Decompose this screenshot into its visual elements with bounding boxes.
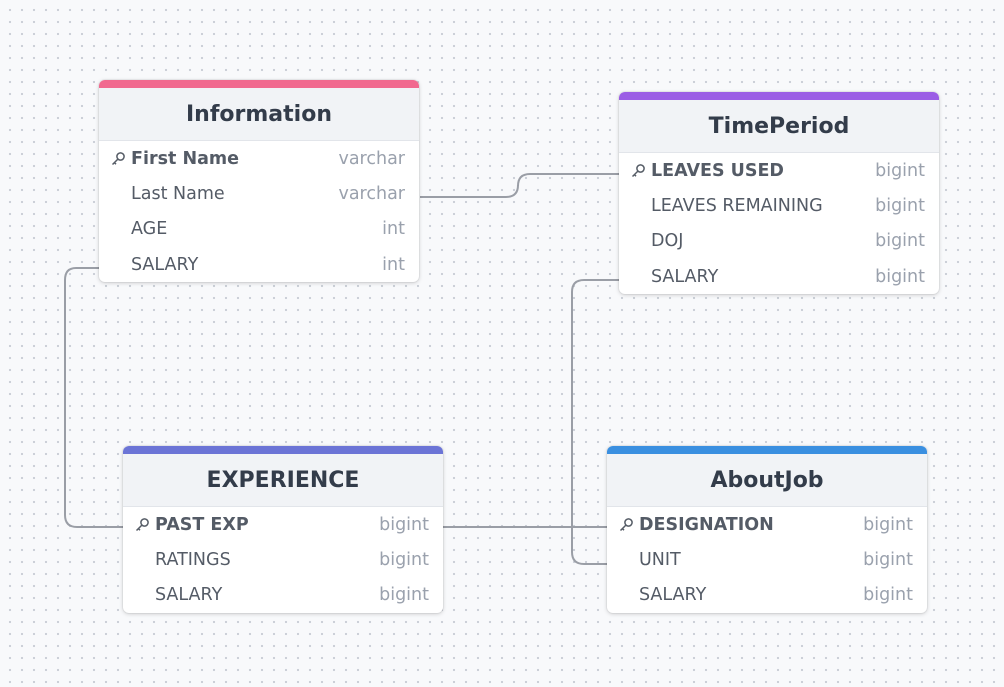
relationship-information-experience[interactable] <box>64 267 124 528</box>
field-type: bigint <box>379 514 429 535</box>
table-information[interactable]: Information First Name varchar Last Name… <box>99 80 419 283</box>
field-row[interactable]: Last Name varchar <box>99 176 419 211</box>
field-type: bigint <box>863 514 913 535</box>
field-row[interactable]: RATINGS bigint <box>123 542 443 577</box>
field-row[interactable]: LEAVES USED bigint <box>619 153 939 188</box>
field-row[interactable]: SALARY bigint <box>123 578 443 613</box>
field-type: int <box>382 219 405 240</box>
table-timeperiod[interactable]: TimePeriod LEAVES USED bigint LEAVES REM… <box>619 92 939 295</box>
table-experience[interactable]: EXPERIENCE PAST EXP bigint RATINGS bigin… <box>123 446 443 613</box>
table-color-bar <box>607 446 927 454</box>
field-type: bigint <box>875 195 925 216</box>
table-color-bar <box>619 92 939 100</box>
relationship-timeperiod-aboutjob[interactable] <box>571 279 619 565</box>
table-title[interactable]: Information <box>99 88 419 141</box>
field-name: Last Name <box>131 183 225 204</box>
field-type: varchar <box>338 148 405 169</box>
field-row[interactable]: DOJ bigint <box>619 224 939 259</box>
field-name: LEAVES REMAINING <box>651 195 823 216</box>
field-name: DESIGNATION <box>639 514 774 535</box>
field-type: bigint <box>875 160 925 181</box>
table-title[interactable]: AboutJob <box>607 454 927 507</box>
field-row[interactable]: UNIT bigint <box>607 542 927 577</box>
field-name: PAST EXP <box>155 514 249 535</box>
key-icon <box>631 163 645 177</box>
key-icon <box>619 517 633 531</box>
field-name: RATINGS <box>155 549 231 570</box>
key-icon <box>135 517 149 531</box>
table-color-bar <box>99 80 419 88</box>
field-type: bigint <box>875 231 925 252</box>
table-title[interactable]: TimePeriod <box>619 100 939 153</box>
field-type: bigint <box>379 585 429 606</box>
field-row[interactable]: LEAVES REMAINING bigint <box>619 188 939 223</box>
field-name: SALARY <box>639 585 707 606</box>
field-row[interactable]: AGE int <box>99 212 419 247</box>
field-name: First Name <box>131 148 240 169</box>
table-color-bar <box>123 446 443 454</box>
field-type: varchar <box>338 183 405 204</box>
field-type: int <box>382 254 405 275</box>
key-icon <box>111 151 125 165</box>
field-row[interactable]: SALARY bigint <box>619 259 939 294</box>
field-row[interactable]: SALARY int <box>99 247 419 282</box>
field-row[interactable]: DESIGNATION bigint <box>607 507 927 542</box>
field-row[interactable]: SALARY bigint <box>607 578 927 613</box>
field-type: bigint <box>875 266 925 287</box>
field-row[interactable]: PAST EXP bigint <box>123 507 443 542</box>
field-name: UNIT <box>639 549 681 570</box>
field-name: SALARY <box>131 254 199 275</box>
field-type: bigint <box>863 585 913 606</box>
table-title[interactable]: EXPERIENCE <box>123 454 443 507</box>
field-name: DOJ <box>651 231 684 252</box>
field-name: LEAVES USED <box>651 160 784 181</box>
field-name: SALARY <box>155 585 223 606</box>
relationship-information-timeperiod[interactable] <box>420 173 619 198</box>
table-aboutjob[interactable]: AboutJob DESIGNATION bigint UNIT bigint … <box>607 446 927 613</box>
field-row[interactable]: First Name varchar <box>99 141 419 176</box>
field-name: AGE <box>131 219 168 240</box>
field-name: SALARY <box>651 266 719 287</box>
field-type: bigint <box>379 549 429 570</box>
field-type: bigint <box>863 549 913 570</box>
